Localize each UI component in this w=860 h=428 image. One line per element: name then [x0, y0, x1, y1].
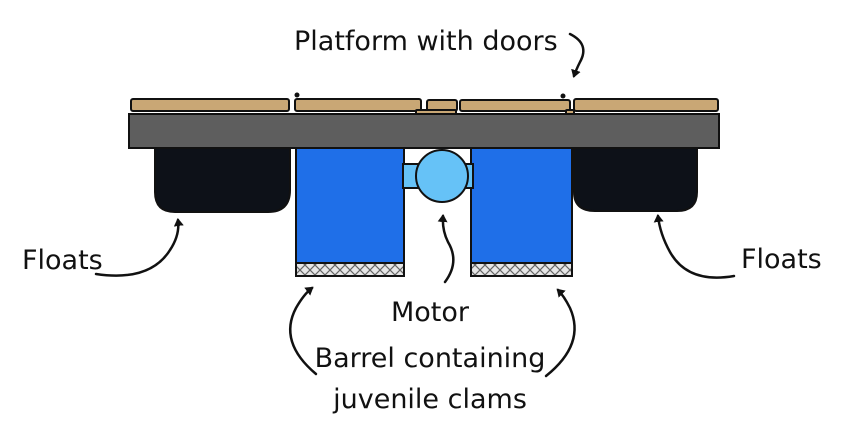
right-barrel [470, 139, 573, 265]
plank [130, 98, 290, 112]
label-arrows [94, 32, 736, 378]
left-barrel-mesh [295, 262, 405, 277]
motor [415, 149, 469, 203]
platform-label: Platform with doors [294, 26, 558, 57]
arrow-float-left [94, 218, 184, 277]
plank [459, 99, 571, 112]
left-barrel [295, 139, 405, 265]
barrel-label-line2: juvenile clams [333, 384, 527, 415]
arrow-float-right [653, 214, 736, 279]
arrow-barrel-right [544, 288, 576, 378]
barrel-label-line1: Barrel containing [314, 343, 546, 374]
arrow-motor [437, 214, 455, 284]
platform-slab [128, 113, 720, 149]
motor-label: Motor [390, 297, 470, 328]
arrow-platform [568, 32, 585, 78]
plank [294, 98, 422, 112]
plank [573, 98, 719, 112]
platform-doors [130, 98, 719, 119]
floats-label-left: Floats [22, 245, 103, 276]
floats-label-right: Floats [741, 244, 822, 275]
left-float [154, 144, 291, 213]
right-barrel-mesh [470, 262, 573, 277]
right-float [573, 144, 698, 212]
arrow-barrel-left [288, 286, 318, 376]
door-hinge [294, 92, 300, 98]
door-hinge [560, 93, 566, 99]
